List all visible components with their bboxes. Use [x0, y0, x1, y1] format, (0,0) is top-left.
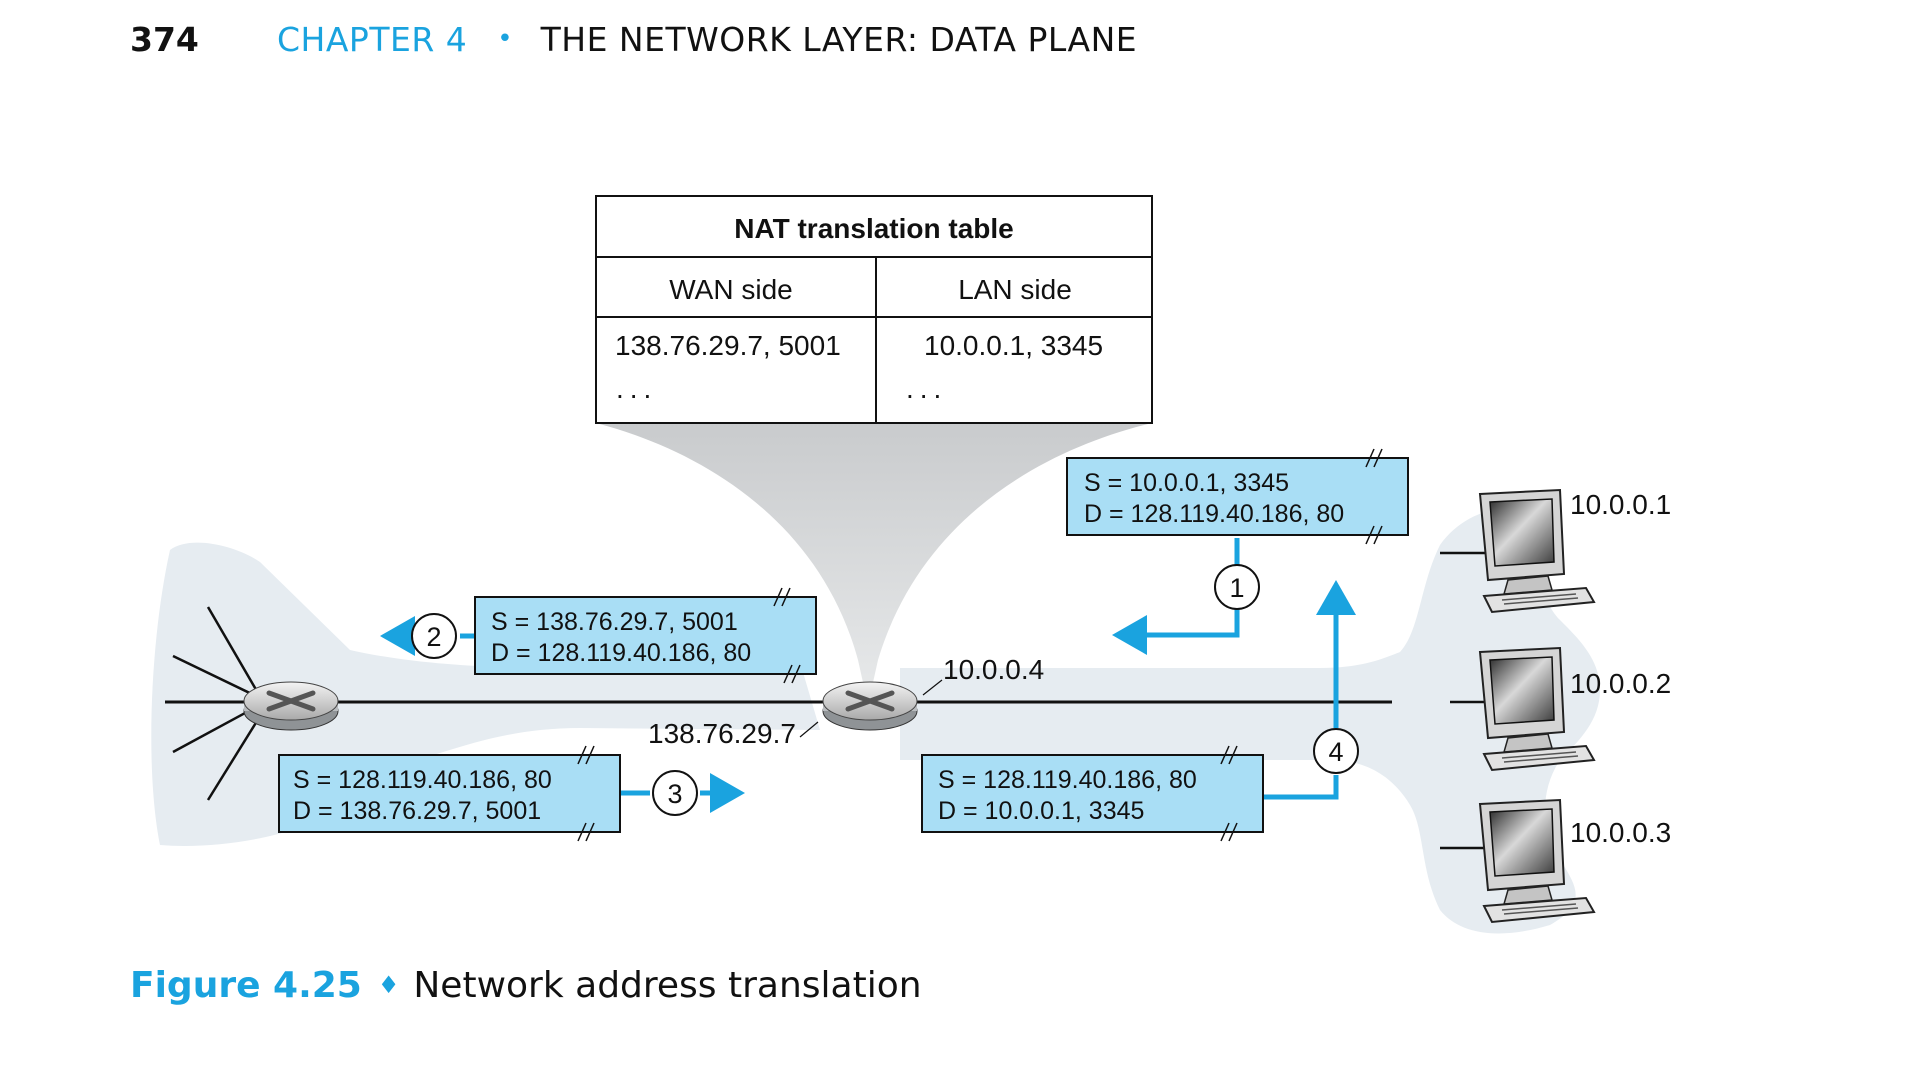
step-number: 3: [667, 779, 682, 809]
table-cell: 10.0.0.1, 3345: [924, 330, 1103, 361]
computer-icon: [1478, 798, 1596, 924]
page-number: 374: [130, 19, 199, 59]
computer-icon: [1478, 488, 1596, 614]
table-title: NAT translation table: [734, 213, 1014, 244]
table-funnel: [596, 423, 1152, 705]
step-circle-2: 2: [411, 613, 457, 659]
lan-cloud: [900, 509, 1600, 934]
computer-icon: [1478, 646, 1596, 772]
arrow-step-4: [1262, 775, 1339, 800]
packet-source: S = 10.0.0.1, 3345: [1084, 469, 1289, 497]
section-title: THE NETWORK LAYER: DATA PLANE: [540, 19, 1138, 59]
host-address-1: 10.0.0.1: [1570, 489, 1671, 520]
truncation-marks: [773, 587, 801, 684]
truncation-marks: [1365, 448, 1383, 545]
step-circle-4: 4: [1313, 728, 1359, 774]
router-x-icon: [845, 690, 895, 712]
table-cell: ...: [616, 373, 657, 404]
router-x-icon: [266, 690, 316, 712]
nat-router[interactable]: [822, 681, 918, 731]
packet-source: S = 128.119.40.186, 80: [293, 766, 552, 794]
truncation-marks: [577, 745, 595, 842]
step-number: 4: [1328, 737, 1343, 767]
lan-address-leader: [922, 679, 943, 696]
figure-number: Figure 4.25: [130, 964, 362, 1006]
step-circle-3: 3: [652, 770, 698, 816]
table-cell: ...: [906, 373, 947, 404]
figure-caption: Figure 4.25 ♦ Network address translatio…: [130, 960, 922, 1010]
packet-source: S = 128.119.40.186, 80: [938, 766, 1197, 794]
page-header: 374 CHAPTER 4 • THE NETWORK LAYER: DATA …: [130, 14, 1137, 64]
wan-links: [172, 606, 264, 801]
wan-address-leader: [799, 721, 819, 738]
column-header-lan: LAN side: [958, 274, 1072, 305]
step-number: 2: [426, 622, 441, 652]
host-computer-3[interactable]: [1478, 798, 1596, 924]
packet-box-4: S = 128.119.40.186, 80 D = 10.0.0.1, 334…: [921, 745, 1264, 842]
packet-destination: D = 128.119.40.186, 80: [1084, 500, 1344, 528]
packet-destination: D = 128.119.40.186, 80: [491, 639, 751, 667]
host-computer-2[interactable]: [1478, 646, 1596, 772]
step-number: 1: [1229, 573, 1244, 603]
nat-translation-table: NAT translation table WAN side LAN side …: [595, 195, 1153, 424]
header-bullet: •: [497, 24, 513, 54]
table-cell: 138.76.29.7, 5001: [615, 330, 841, 361]
host-address-2: 10.0.0.2: [1570, 668, 1671, 699]
packet-box-3: S = 128.119.40.186, 80 D = 138.76.29.7, …: [278, 745, 621, 842]
host-address-3: 10.0.0.3: [1570, 817, 1671, 848]
nat-lan-address: 10.0.0.4: [943, 654, 1044, 685]
truncation-marks: [1220, 745, 1238, 842]
packet-source: S = 138.76.29.7, 5001: [491, 608, 738, 636]
host-computer-1[interactable]: [1478, 488, 1596, 614]
chapter-label: CHAPTER 4: [277, 19, 468, 59]
packet-box-1: S = 10.0.0.1, 3345 D = 128.119.40.186, 8…: [1066, 448, 1409, 545]
caption-diamond: ♦: [377, 971, 400, 999]
figure-title: Network address translation: [413, 964, 922, 1006]
packet-box-2: S = 138.76.29.7, 5001 D = 128.119.40.186…: [474, 587, 817, 684]
packet-destination: D = 10.0.0.1, 3345: [938, 797, 1144, 825]
packet-destination: D = 138.76.29.7, 5001: [293, 797, 541, 825]
nat-wan-address: 138.76.29.7: [648, 718, 796, 749]
column-header-wan: WAN side: [669, 274, 792, 305]
wan-router: [243, 681, 339, 731]
step-circle-1: 1: [1214, 564, 1260, 610]
